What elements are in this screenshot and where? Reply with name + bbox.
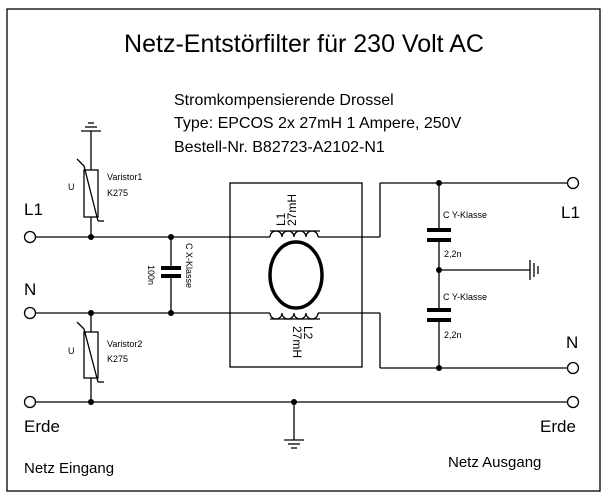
info-line-1: Stromkompensierende Drossel bbox=[174, 92, 394, 109]
varistor2-type: K275 bbox=[107, 354, 128, 364]
choke-symbol bbox=[229, 182, 363, 368]
varistor1-u-label: U bbox=[68, 182, 75, 192]
choke-l1-name: L1 bbox=[274, 212, 288, 226]
terminals bbox=[23, 176, 580, 409]
cx-capacitor-symbol bbox=[161, 266, 181, 278]
label-in-l: L1 bbox=[24, 200, 43, 219]
label-in-n: N bbox=[24, 280, 36, 299]
terminal-in-n bbox=[23, 306, 37, 320]
choke-l2-value: 27mH bbox=[290, 326, 304, 358]
cx-value: 100n bbox=[146, 265, 156, 285]
varistor1-type: K275 bbox=[107, 188, 128, 198]
label-out-pe: Erde bbox=[540, 417, 576, 436]
terminal-out-n bbox=[566, 361, 580, 375]
title: Netz-Entstörfilter für 230 Volt AC bbox=[124, 30, 484, 58]
info-line-2: Type: EPCOS 2x 27mH 1 Ampere, 250V bbox=[174, 115, 462, 132]
terminal-out-pe bbox=[566, 395, 580, 409]
wiring bbox=[36, 122, 571, 449]
varistor1-name: Varistor1 bbox=[107, 172, 142, 182]
terminal-out-l bbox=[566, 176, 580, 190]
cy2-capacitor-symbol bbox=[427, 308, 451, 322]
cy1-value: 2,2n bbox=[444, 249, 462, 259]
section-input-label: Netz Eingang bbox=[24, 460, 114, 477]
cx-class: C X-Klasse bbox=[184, 243, 194, 288]
choke-l1-value: 27mH bbox=[285, 194, 299, 226]
section-output-label: Netz Ausgang bbox=[448, 454, 541, 471]
label-out-n: N bbox=[566, 333, 578, 352]
cy2-value: 2,2n bbox=[444, 330, 462, 340]
label-in-pe: Erde bbox=[24, 417, 60, 436]
varistor2-symbol bbox=[76, 321, 104, 383]
info-line-3: Bestell-Nr. B82723-A2102-N1 bbox=[174, 139, 385, 156]
cy1-class: C Y-Klasse bbox=[443, 210, 487, 220]
choke-l2-name: L2 bbox=[301, 326, 315, 340]
varistor2-u-label: U bbox=[68, 346, 75, 356]
varistor2-name: Varistor2 bbox=[107, 339, 142, 349]
terminal-in-pe bbox=[23, 395, 37, 409]
cy2-class: C Y-Klasse bbox=[443, 292, 487, 302]
cy1-capacitor-symbol bbox=[427, 228, 451, 242]
frame-border bbox=[6, 8, 601, 492]
varistor1-symbol bbox=[76, 158, 104, 222]
junction-dots bbox=[88, 180, 442, 405]
terminal-in-l bbox=[23, 230, 37, 244]
label-out-l: L1 bbox=[561, 203, 580, 222]
